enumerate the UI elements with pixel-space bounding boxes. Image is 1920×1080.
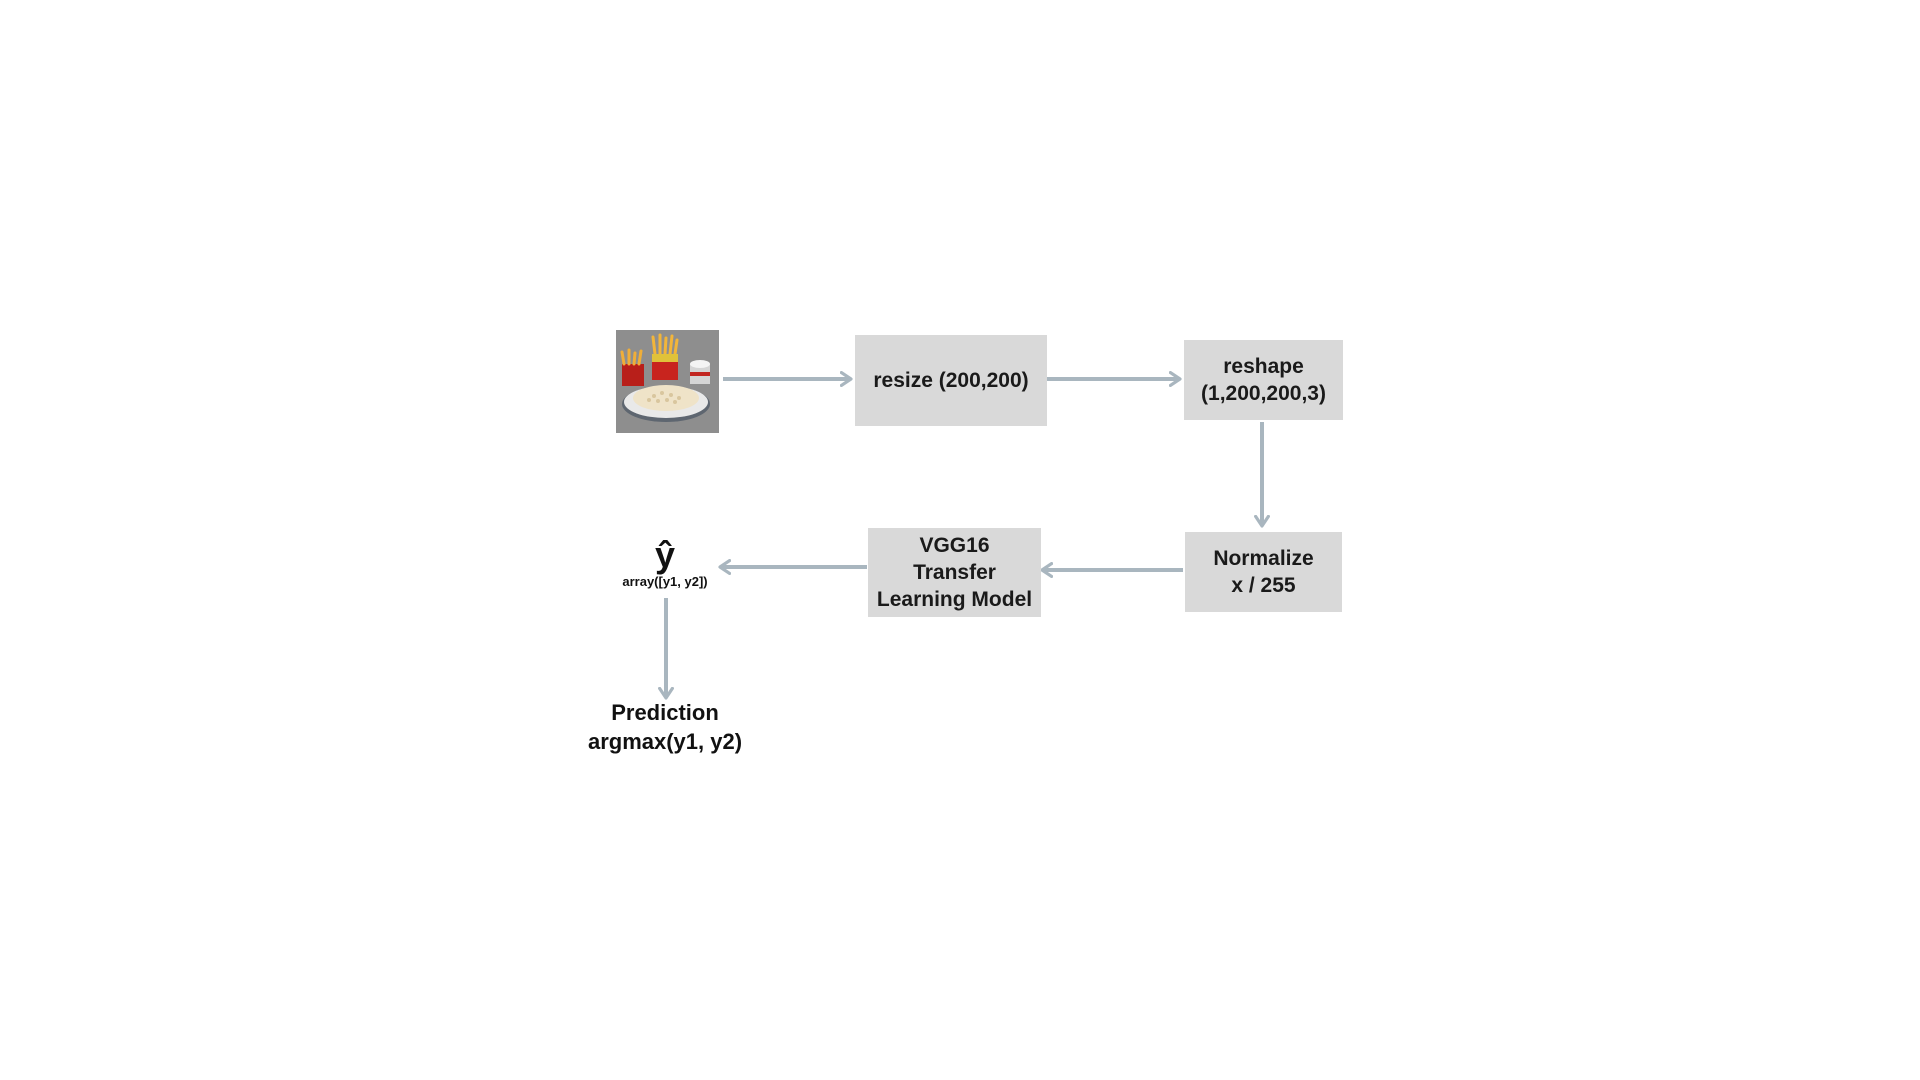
resize-step-box: resize (200,200) (855, 335, 1047, 426)
normalize-step-formula: x / 255 (1231, 574, 1296, 597)
prediction-label: Prediction argmax(y1, y2) (560, 698, 770, 756)
food-plate-with-fries-image (616, 330, 719, 433)
resize-step-label: resize (200,200) (873, 369, 1029, 392)
reshape-step-box: reshape (1,200,200,3) (1184, 340, 1343, 420)
normalize-step-box: Normalize x / 255 (1185, 532, 1342, 612)
reshape-step-shape: (1,200,200,3) (1201, 382, 1326, 405)
y-hat-value: array([y1, y2]) (622, 574, 708, 589)
prediction-formula: argmax(y1, y2) (587, 729, 743, 754)
prediction-title: Prediction (611, 700, 719, 725)
y-hat-symbol: ŷ (654, 534, 676, 575)
vgg16-model-box: VGG16 Transfer Learning Model (868, 528, 1041, 617)
model-desc-line-2: Learning Model (876, 588, 1033, 611)
model-name: VGG16 (919, 534, 990, 557)
model-desc-line-1: Transfer (913, 561, 996, 584)
normalize-step-label: Normalize (1213, 547, 1314, 570)
reshape-step-label: reshape (1223, 355, 1304, 378)
model-output: ŷ array([y1, y2]) (610, 536, 720, 590)
